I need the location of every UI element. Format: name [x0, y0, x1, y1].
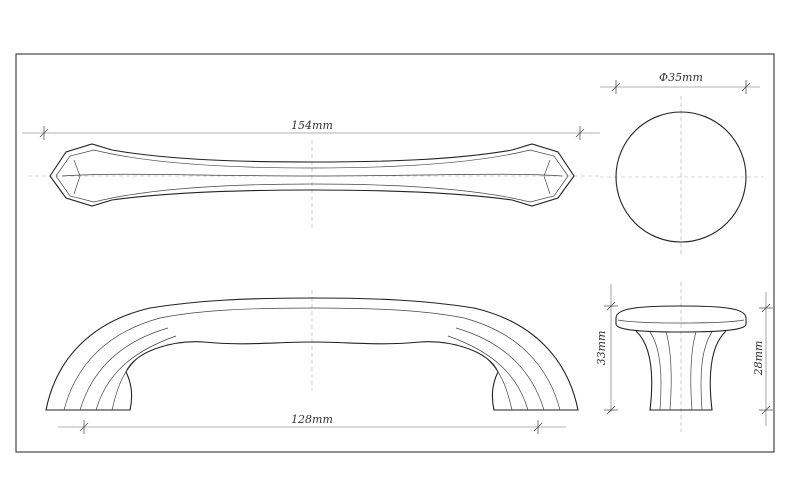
knob-side-view — [615, 282, 747, 432]
dim-hole-spacing: 128mm — [58, 413, 566, 434]
overall-length-label: 154mm — [291, 119, 333, 132]
dim-knob-diameter: Φ35mm — [600, 71, 760, 94]
hole-spacing-label: 128mm — [291, 413, 333, 426]
knob-top-circle — [615, 111, 747, 243]
drawing-frame — [15, 53, 775, 453]
knob-height-label: 33mm — [595, 331, 608, 366]
dim-knob-base-height: 28mm — [752, 292, 773, 426]
knob-base-height-label: 28mm — [752, 341, 765, 377]
knob-top-view — [600, 96, 764, 256]
knob-diameter-label: Φ35mm — [659, 71, 703, 84]
handle-top-view — [28, 140, 600, 230]
dim-overall-length: 154mm — [22, 119, 600, 140]
dim-knob-height: 33mm — [595, 284, 618, 415]
handle-front-view — [45, 290, 579, 411]
